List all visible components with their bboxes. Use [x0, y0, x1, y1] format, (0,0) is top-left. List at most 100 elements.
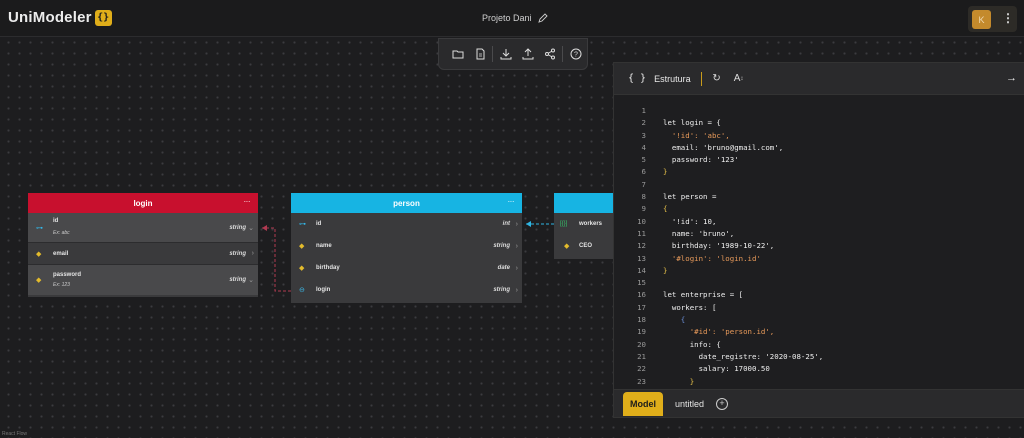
- table-row[interactable]: ◆ password Ex: 123 string ⌄: [28, 264, 258, 295]
- table-row[interactable]: ◆ CEO: [554, 235, 614, 257]
- table-person[interactable]: person ··· ⊶ id int › ◆ name string › ◆ …: [291, 193, 522, 303]
- chevron-down-icon[interactable]: ⌄: [248, 277, 254, 284]
- app-logo[interactable]: UniModeler {}: [8, 9, 112, 26]
- tab-untitled[interactable]: untitled: [675, 398, 705, 409]
- table-row[interactable]: ⊶ id int ›: [291, 213, 522, 235]
- link-icon: ⊖: [299, 287, 305, 294]
- field-name: password: [53, 272, 82, 278]
- line-number: 6: [641, 167, 646, 177]
- user-avatar[interactable]: K: [972, 10, 991, 29]
- code-line: 7: [614, 179, 1024, 191]
- line-number: 3: [641, 130, 646, 140]
- field-type: string: [229, 250, 246, 257]
- line-number: 16: [637, 290, 646, 300]
- chevron-right-icon[interactable]: ›: [251, 250, 254, 257]
- code-line: 6}: [614, 166, 1024, 178]
- line-number: 15: [637, 278, 646, 288]
- field-name: email: [53, 250, 69, 257]
- table-row[interactable]: ⊶ id Ex: abc string ⌄: [28, 213, 258, 242]
- line-number: 11: [637, 228, 646, 238]
- react-flow-attribution[interactable]: React Flow: [2, 431, 28, 437]
- line-number: 4: [641, 142, 646, 152]
- table-enterprise[interactable]: [{}] workers ◆ CEO: [554, 193, 614, 259]
- line-text: }: [663, 265, 668, 275]
- table-menu-icon[interactable]: ···: [507, 197, 515, 206]
- chevron-right-icon[interactable]: ›: [515, 286, 518, 294]
- chevron-right-icon[interactable]: ›: [515, 264, 518, 272]
- help-icon[interactable]: ?: [565, 43, 587, 65]
- add-tab-icon[interactable]: +: [716, 397, 729, 410]
- code-line: 3 '!id': 'abc',: [614, 130, 1024, 142]
- table-person-header[interactable]: person ···: [291, 193, 522, 213]
- code-line: 14}: [614, 265, 1024, 277]
- table-row[interactable]: ◆ name string ›: [291, 235, 522, 257]
- refresh-icon[interactable]: ↻: [712, 73, 721, 84]
- more-menu-icon[interactable]: ⋮: [1002, 11, 1014, 25]
- line-text: let person =: [663, 192, 717, 202]
- font-size-letter: A: [733, 73, 741, 84]
- font-size-arrows: ↕: [740, 75, 744, 82]
- chevron-down-icon[interactable]: ⌄: [248, 224, 254, 232]
- line-number: 23: [637, 376, 646, 386]
- toolbar-divider: [562, 46, 564, 62]
- line-number: 5: [641, 155, 646, 165]
- table-row[interactable]: ◆ birthday date ›: [291, 257, 522, 279]
- edit-pencil-icon[interactable]: [537, 13, 548, 23]
- table-enterprise-header[interactable]: [554, 193, 614, 213]
- line-text: {: [663, 315, 686, 325]
- file-icon[interactable]: [469, 43, 491, 65]
- line-text: '!id': 'abc',: [663, 130, 730, 140]
- code-line: 9{: [614, 203, 1024, 215]
- code-line: 13 '#login': 'login.id': [614, 253, 1024, 265]
- table-row[interactable]: ◆ email string ›: [28, 242, 258, 264]
- line-text: }: [663, 167, 668, 177]
- field-type: string: [493, 243, 510, 249]
- table-title: login: [133, 198, 153, 208]
- table-login[interactable]: login ··· ⊶ id Ex: abc string ⌄ ◆ email …: [28, 193, 258, 297]
- field-name: birthday: [316, 265, 340, 271]
- line-number: 10: [637, 216, 646, 226]
- panel-header: { } Estrutura ↻ A↕ →: [614, 63, 1024, 95]
- project-title[interactable]: Projeto Dani: [482, 13, 548, 23]
- tab-model[interactable]: Model: [623, 391, 663, 416]
- download-icon[interactable]: [495, 43, 517, 65]
- code-line: 10 '!id': 10,: [614, 216, 1024, 228]
- folder-icon[interactable]: [447, 43, 469, 65]
- chevron-right-icon[interactable]: ›: [515, 220, 518, 228]
- code-line: 20 info: {: [614, 339, 1024, 351]
- field-name: id: [53, 218, 59, 224]
- table-menu-icon[interactable]: ···: [243, 197, 251, 206]
- logo-badge: {}: [94, 9, 112, 26]
- code-line: 23 }: [614, 376, 1024, 388]
- collapse-panel-icon[interactable]: →: [1006, 72, 1017, 84]
- project-name: Projeto Dani: [482, 13, 532, 23]
- table-row[interactable]: [{}] workers: [554, 213, 614, 235]
- key-icon: ⊶: [299, 221, 306, 228]
- table-row[interactable]: ⊖ login string ›: [291, 279, 522, 301]
- line-number: 1: [641, 106, 646, 115]
- upload-icon[interactable]: [517, 43, 539, 65]
- line-number: 19: [637, 327, 646, 337]
- edge-arrowhead-person: [526, 221, 531, 227]
- code-line: 12 birthday: '1989-10-22',: [614, 240, 1024, 252]
- logo-text: UniModeler: [8, 9, 92, 26]
- code-line: 19 '#id': 'person.id',: [614, 326, 1024, 338]
- table-login-header[interactable]: login ···: [28, 193, 258, 213]
- font-size-icon[interactable]: A↕: [732, 72, 746, 86]
- code-line: 21 date_registre: '2020-08-25',: [614, 351, 1024, 363]
- line-text: name: 'bruno',: [663, 228, 735, 238]
- svg-text:?: ?: [574, 51, 578, 58]
- diamond-icon: ◆: [299, 265, 305, 272]
- field-type: string: [493, 287, 510, 293]
- field-type: string: [229, 277, 246, 283]
- chevron-right-icon[interactable]: ›: [515, 242, 518, 250]
- field-name: login: [316, 287, 331, 293]
- share-icon[interactable]: [539, 43, 561, 65]
- edge-arrowhead-login: [262, 225, 267, 231]
- line-text: workers: [: [663, 302, 717, 312]
- diamond-icon: ◆: [36, 277, 42, 284]
